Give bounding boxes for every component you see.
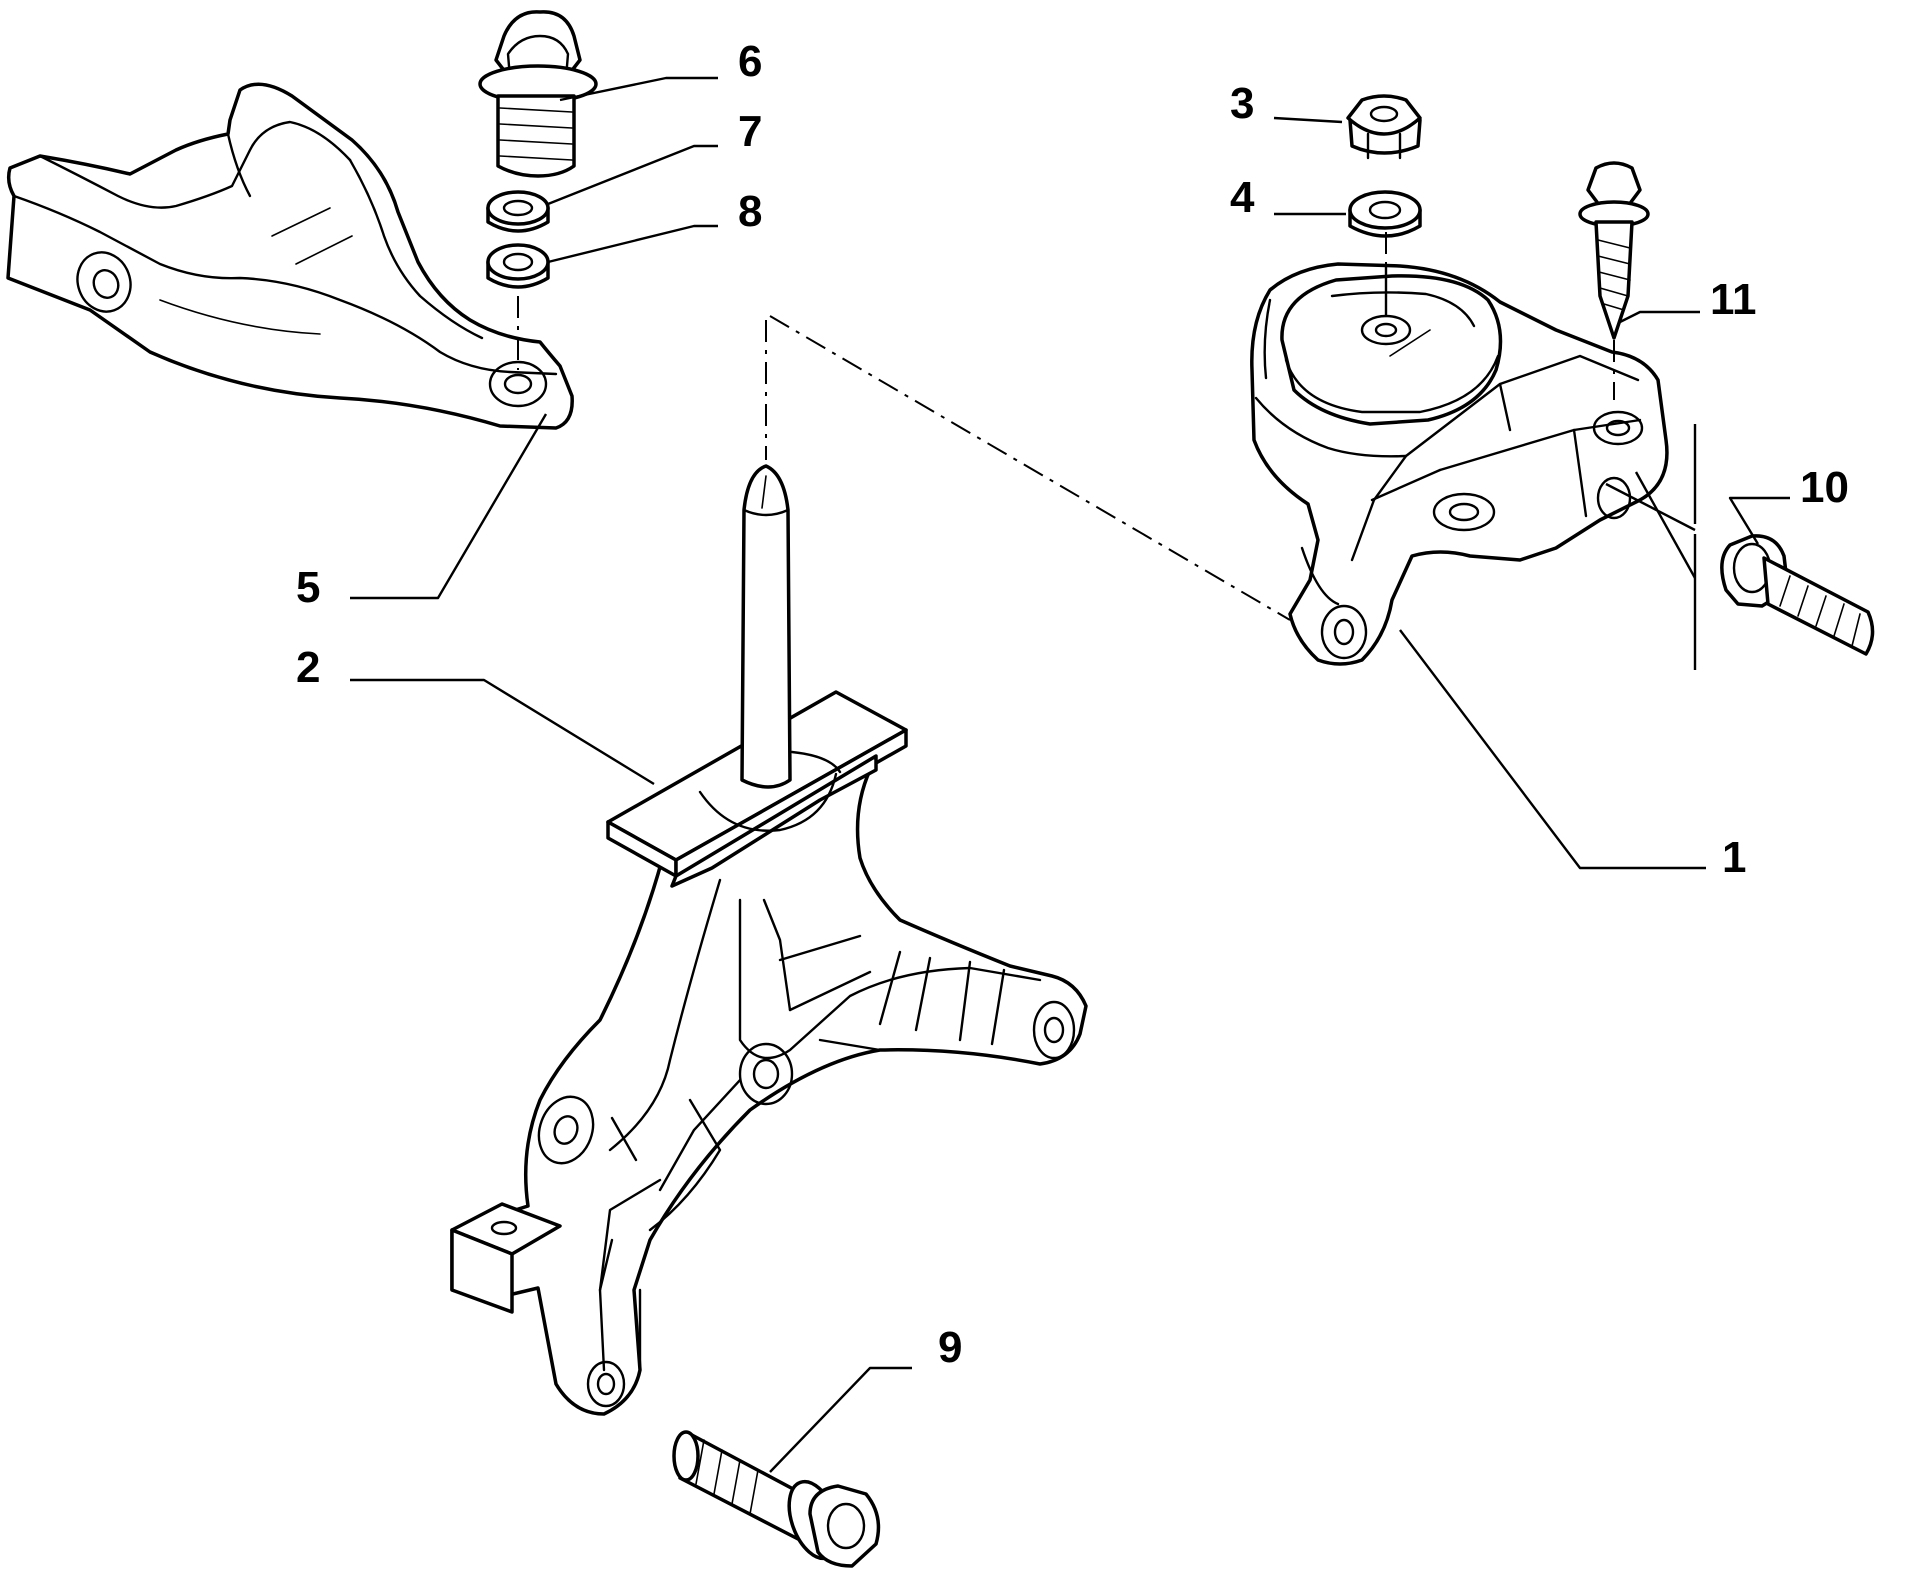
- callout-2: 2: [296, 643, 320, 692]
- callout-labels: 1 2 3 4 5 6 7 8 9 10 11: [296, 37, 1849, 1372]
- leader-7: [547, 144, 718, 206]
- part-5-upper-bracket: [6, 82, 574, 430]
- assembly-axis-lines: [517, 232, 1697, 670]
- leader-9: [769, 1366, 912, 1473]
- part-4-washer: [1348, 190, 1422, 238]
- callout-10: 10: [1800, 463, 1849, 512]
- leader-5: [350, 413, 548, 600]
- callout-8: 8: [738, 187, 762, 236]
- callout-6: 6: [738, 37, 762, 86]
- leader-3: [1273, 116, 1343, 124]
- part-10-side-bolt: [1720, 534, 1875, 656]
- leader-2: [350, 678, 655, 786]
- callout-5: 5: [296, 563, 320, 612]
- part-9-lower-bolt: [672, 1430, 881, 1568]
- leader-6: [559, 76, 718, 102]
- part-6-upper-bolt: [478, 10, 598, 178]
- part-2-lower-bracket: [450, 464, 1088, 1416]
- callout-9: 9: [938, 1323, 962, 1372]
- leader-11: [1619, 310, 1700, 324]
- callout-4: 4: [1230, 173, 1255, 222]
- part-3-nut: [1346, 94, 1422, 160]
- part-8-lower-washer: [486, 243, 550, 289]
- leader-8: [547, 224, 718, 264]
- callout-3: 3: [1230, 79, 1254, 128]
- leader-10: [1728, 496, 1790, 545]
- leader-1: [1399, 629, 1706, 870]
- part-11-tapered-bolt: [1578, 161, 1650, 340]
- callout-1: 1: [1722, 833, 1746, 882]
- part-1-engine-mount: [1250, 262, 1669, 666]
- callout-11: 11: [1710, 275, 1757, 324]
- leader-lines: [350, 76, 1790, 1473]
- part-7-upper-washer: [486, 190, 550, 233]
- callout-7: 7: [738, 107, 762, 156]
